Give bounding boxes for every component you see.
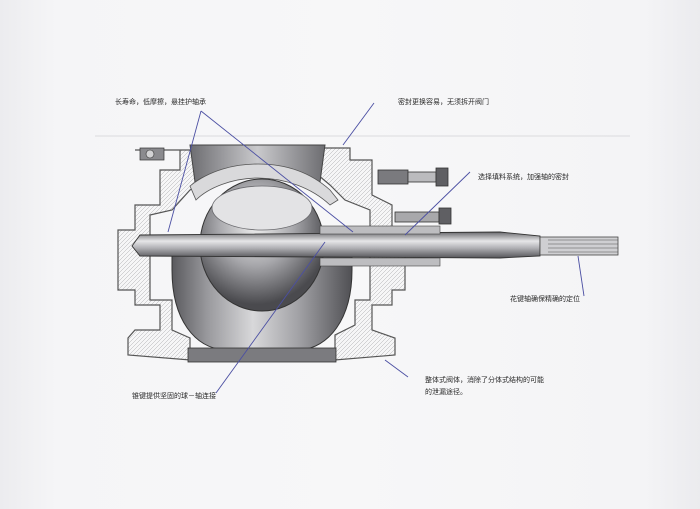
callout-taper-key: 锥键提供坚固的球－轴连接: [132, 392, 216, 400]
leader-right-upper: [404, 171, 471, 236]
leader-right-lower: [577, 255, 585, 297]
top-left-fastener: [139, 147, 165, 161]
callout-seal-replacement: 密封更换容易，无须拆开阀门: [398, 98, 489, 106]
leader-top-left-a: [167, 110, 202, 233]
spline-end: [539, 236, 619, 256]
callout-integral-body-line2: 的泄漏途径。: [425, 388, 467, 396]
valve-shaft: [131, 231, 541, 259]
leader-bottom-left: [215, 241, 326, 394]
seat-ring: [189, 163, 339, 206]
callout-bearing: 长寿命，低摩擦，悬挂护轴承: [115, 98, 206, 106]
gland-bolt-lower: [394, 207, 452, 225]
leader-top-right: [342, 102, 375, 146]
callout-spline-shaft: 花键轴确保精确的定位: [510, 295, 580, 303]
callout-integral-body-line1: 整体式阀体，消除了分体式结构的可能: [425, 376, 544, 384]
base-ring: [187, 347, 337, 363]
spline-teeth: [548, 239, 618, 253]
leader-top-left-b: [200, 110, 354, 233]
ball-highlight: [211, 185, 313, 231]
packing-top: [319, 225, 441, 235]
leader-bottom-right: [384, 359, 409, 378]
callout-packing-system: 选择填料系统，加强轴的密封: [478, 173, 569, 181]
gland-bolt-upper: [377, 167, 449, 187]
leader-lines: [167, 102, 585, 394]
right-flange: [317, 147, 406, 361]
packing-bottom: [319, 257, 441, 267]
